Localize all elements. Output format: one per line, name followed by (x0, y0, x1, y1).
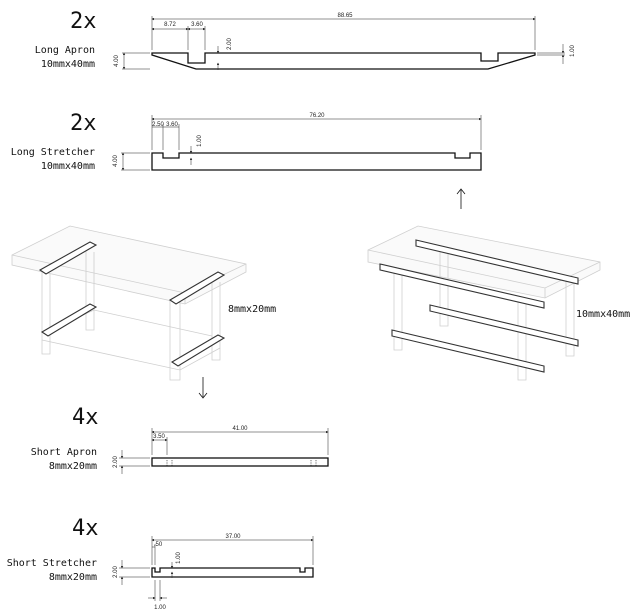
short-stretcher-3d (170, 334, 226, 367)
hidden-line (166, 460, 317, 466)
part-count: 4x (72, 405, 99, 430)
arrow-down-icon (198, 377, 208, 399)
dim-height: 4.00 (113, 155, 119, 167)
dim-notch-offset: 8.72 (164, 22, 176, 28)
part-name: Short Apron (31, 447, 97, 458)
dim-height: 4.00 (114, 55, 120, 67)
part-name: Short Stretcher (7, 558, 97, 569)
short-apron-3d (168, 271, 226, 305)
part-name: Long Apron (35, 45, 95, 56)
short-apron-3d (38, 241, 98, 275)
view-size-label: 8mmx20mm (228, 304, 276, 315)
part-long-stretcher: 2x Long Stretcher 10mmx40mm 76.20 2.50 3… (11, 111, 482, 172)
dim-notch-depth: 2.00 (227, 38, 233, 50)
long-apron-profile (151, 52, 536, 70)
dim-notch-width: 3.60 (191, 22, 203, 28)
part-size: 8mmx20mm (49, 572, 97, 583)
dim-height: 2.00 (113, 456, 119, 468)
part-long-apron: 2x Long Apron 10mmx40mm 88.65 8.72 3.60 … (35, 9, 576, 70)
dim-end-step: 1.00 (570, 45, 576, 57)
short-apron-profile (151, 457, 329, 467)
arrow-up-icon (456, 188, 466, 209)
iso-view-short-parts: 8mmx20mm (11, 225, 276, 381)
dim-notch-offset: 3.50 (153, 434, 165, 440)
dim-notch-width: 1.00 (154, 605, 166, 611)
long-apron-3d (415, 239, 579, 285)
short-stretcher-3d (40, 303, 98, 337)
long-apron-3d (379, 263, 545, 309)
part-count: 4x (72, 516, 99, 541)
dim-notch-offset: .50 (154, 542, 163, 548)
iso-view-long-parts: 10mmx40mm (367, 225, 630, 381)
part-count: 2x (70, 9, 97, 34)
dim-overall: 37.00 (225, 534, 241, 540)
part-short-stretcher: 4x Short Stretcher 8mmx20mm 37.00 .50 1.… (7, 516, 314, 611)
part-size: 10mmx40mm (41, 161, 95, 172)
part-count: 2x (70, 111, 97, 136)
dim-overall: 76.20 (309, 113, 325, 119)
long-stretcher-3d (429, 304, 579, 347)
dim-notch-depth: 1.00 (197, 135, 203, 147)
part-size: 10mmx40mm (41, 59, 95, 70)
ghost-table-top (11, 225, 247, 305)
view-size-label: 10mmx40mm (576, 309, 630, 320)
long-stretcher-3d (391, 329, 545, 373)
short-stretcher-profile (151, 567, 314, 578)
dim-notch-depth: 1.00 (176, 552, 182, 564)
long-stretcher-profile (151, 152, 482, 171)
dim-overall: 88.65 (337, 13, 353, 19)
part-size: 8mmx20mm (49, 461, 97, 472)
part-name: Long Stretcher (11, 147, 95, 158)
part-short-apron: 4x Short Apron 8mmx20mm 41.00 3.50 2.00 (31, 405, 329, 474)
dim-overall: 41.00 (232, 426, 248, 432)
dim-height: 2.00 (113, 566, 119, 578)
dim-notch-offset: 2.50 (152, 122, 164, 128)
dim-notch-width: 3.60 (166, 122, 178, 128)
